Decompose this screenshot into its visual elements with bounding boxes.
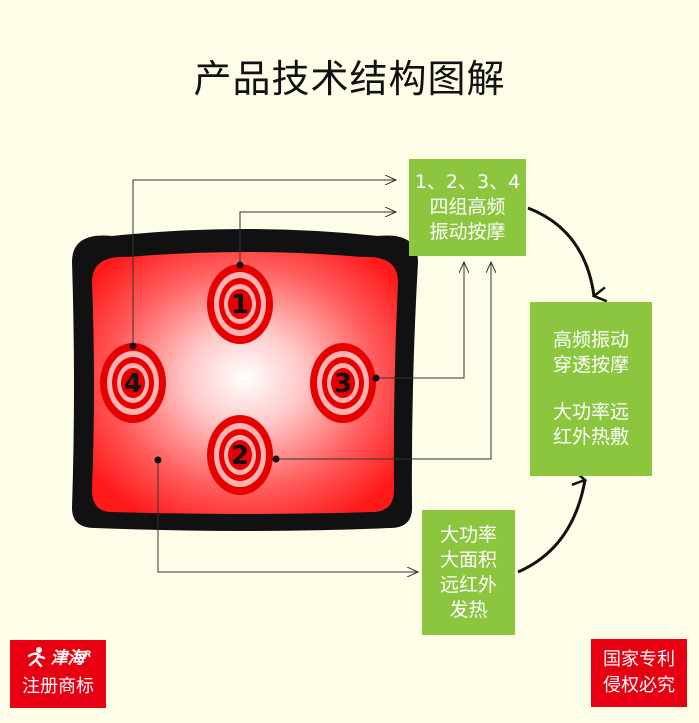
page-title: 产品技术结构图解 — [193, 57, 506, 101]
dot-zone-4 — [129, 342, 137, 350]
dot-zone-3 — [372, 374, 380, 382]
arrow-heat-to-result — [517, 480, 585, 574]
trademark-badge: 津海R 注册商标 — [10, 640, 106, 708]
dot-zone-1 — [236, 261, 244, 269]
vibration-zone-4 — [100, 343, 166, 423]
connector-zone-1 — [239, 212, 396, 265]
zone-label-2: 2 — [231, 441, 249, 471]
runner-icon — [27, 647, 45, 668]
result-box: 高频振动 穿透按摩 大功率远 红外热敷 — [530, 302, 652, 476]
brand-logo: 津海R — [10, 640, 106, 674]
trademark-label: 注册商标 — [22, 676, 94, 697]
vibration-zone-1 — [207, 264, 273, 344]
connector-heat — [157, 460, 418, 572]
vibration-zone-2 — [207, 415, 273, 495]
pad-surface — [92, 252, 398, 514]
zone-label-3: 3 — [334, 369, 352, 399]
connector-zone-4 — [132, 180, 396, 346]
heat-box: 大功率 大面积 远红外 发热 — [422, 510, 515, 635]
patent-badge: 国家专利 侵权必究 — [591, 639, 687, 707]
dot-heat — [154, 456, 162, 464]
arrow-vibration-to-result — [527, 206, 594, 296]
zone-label-4: 4 — [124, 369, 142, 399]
vibration-zone-3 — [310, 343, 376, 423]
dot-zone-2 — [272, 455, 280, 463]
connector-zone-2 — [276, 262, 491, 460]
vibration-box: 1、2、3、4 四组高频 振动按摩 — [409, 159, 526, 256]
connector-zone-3 — [376, 262, 464, 379]
zone-label-1: 1 — [231, 290, 249, 320]
